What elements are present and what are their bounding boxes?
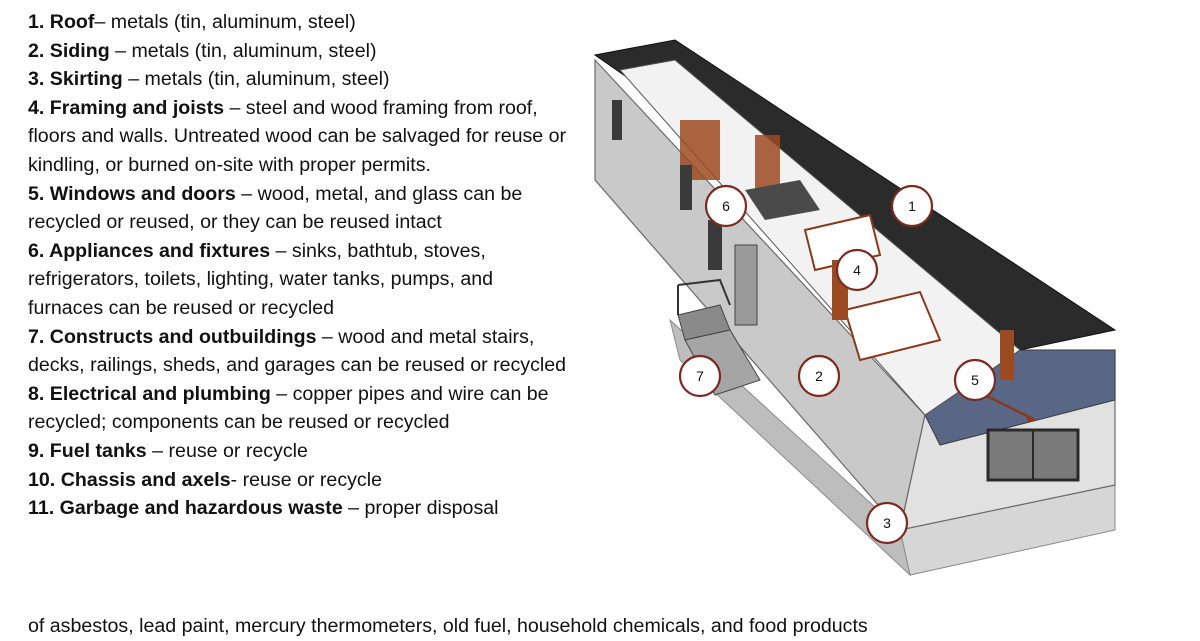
item-description: wood and metal stairs, decks, railings, … — [28, 325, 567, 377]
list-item-electrical: 8. Electrical and plumbing – copper pipe… — [28, 382, 549, 434]
item-description: metals (tin, aluminum, steel) — [110, 11, 356, 33]
item-description: reuse or recycle — [168, 439, 308, 462]
item-title: 6. Appliances and fixtures — [28, 239, 271, 262]
callout-label: 4 — [853, 262, 861, 278]
item-description: reuse or recycle — [242, 468, 382, 491]
item-title: 11. Garbage and hazardous waste — [28, 497, 343, 520]
list-item-chassis: 10. Chassis and axels- reuse or recycle — [28, 468, 382, 491]
list-item-framing: 4. Framing and joists – steel and wood f… — [28, 96, 567, 176]
side-window — [680, 165, 692, 210]
door — [734, 244, 758, 326]
item-title: 1. Roof — [28, 11, 95, 33]
framing-post — [1000, 330, 1014, 380]
item-title: 4. Framing and joists — [28, 96, 224, 119]
callout-label: 3 — [883, 515, 891, 531]
item-title: 10. Chassis and axels — [28, 468, 231, 491]
item-description: metals (tin, aluminum, steel) — [144, 68, 390, 91]
item-description: steel and wood framing from roof, floors… — [28, 96, 567, 176]
item-title: 3. Skirting — [28, 68, 123, 91]
item-description: sinks, bathtub, stoves, refrigerators, t… — [28, 239, 494, 319]
callout-label: 6 — [722, 198, 730, 214]
item-title: 8. Electrical and plumbing — [28, 382, 271, 405]
list-item-siding: 2. Siding – metals (tin, aluminum, steel… — [28, 39, 377, 62]
side-window — [708, 220, 722, 270]
framing-wall-b — [843, 290, 942, 362]
list-item-roof: 1. Roof– metals (tin, aluminum, steel) — [28, 11, 356, 33]
item-description: proper disposal — [364, 497, 499, 520]
stair-pattern — [745, 180, 820, 220]
callout-2: 2 — [797, 354, 841, 398]
list-item-constructs: 7. Constructs and outbuildings – wood an… — [28, 325, 567, 377]
deck-railing — [677, 278, 731, 306]
list-item-windows: 5. Windows and doors – wood, metal, and … — [28, 182, 523, 234]
item-title: 9. Fuel tanks — [28, 439, 147, 462]
item-title: 2. Siding — [28, 39, 110, 62]
callout-label: 7 — [696, 368, 704, 384]
component-list: 1. Roof– metals (tin, aluminum, steel) 2… — [28, 8, 568, 523]
callout-label: 5 — [971, 372, 979, 388]
callout-6: 6 — [704, 184, 748, 228]
callout-label: 1 — [908, 198, 916, 214]
side-window — [612, 100, 622, 140]
callout-1: 1 — [890, 184, 934, 228]
mobile-home-diagram: 1 2 3 4 5 6 7 — [593, 39, 1117, 577]
callout-4: 4 — [835, 248, 879, 292]
list-item-garbage: 11. Garbage and hazardous waste – proper… — [28, 497, 499, 520]
callout-5: 5 — [953, 358, 997, 402]
item-title: 5. Windows and doors — [28, 182, 236, 205]
callout-7: 7 — [678, 354, 722, 398]
list-item-skirting: 3. Skirting – metals (tin, aluminum, ste… — [28, 68, 390, 91]
list-item-fuel-tanks: 9. Fuel tanks – reuse or recycle — [28, 439, 308, 462]
garbage-description-continued: of asbestos, lead paint, mercury thermom… — [28, 615, 868, 637]
item-description: metals (tin, aluminum, steel) — [131, 39, 377, 62]
item-description: copper pipes and wire can be recycled; c… — [28, 382, 549, 434]
list-item-appliances: 6. Appliances and fixtures – sinks, bath… — [28, 239, 494, 319]
callout-arrowhead — [1025, 413, 1035, 423]
callout-label: 2 — [815, 368, 823, 384]
callout-3: 3 — [865, 501, 909, 545]
item-description: wood, metal, and glass can be recycled o… — [28, 182, 523, 234]
item-title: 7. Constructs and outbuildings — [28, 325, 317, 348]
